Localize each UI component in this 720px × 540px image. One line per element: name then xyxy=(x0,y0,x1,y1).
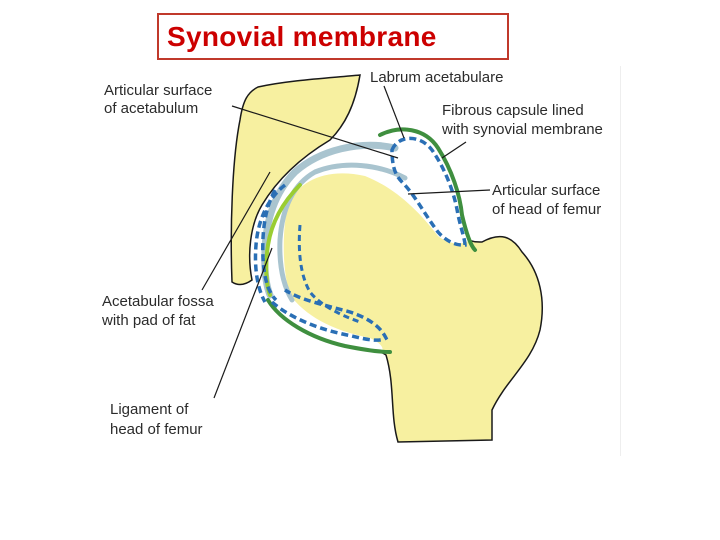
synovial-membrane-fossa xyxy=(253,183,287,303)
leader-articular-acetabulum xyxy=(231,105,399,159)
leader-articular-femur xyxy=(407,189,491,195)
fibrous-capsule-superior xyxy=(378,127,477,252)
leader-labrum xyxy=(383,85,405,139)
title-box: Synovial membrane xyxy=(157,13,509,60)
pelvic-bone xyxy=(230,74,361,286)
leader-fibrous-capsule xyxy=(441,141,467,159)
synovial-membrane-neck xyxy=(297,224,361,324)
leader-acetabular-fossa xyxy=(201,171,271,291)
label-articular-femur: Articular surface of head of femur xyxy=(492,182,605,218)
label-fibrous-capsule: Fibrous capsule lined with synovial memb… xyxy=(441,102,603,138)
page-title: Synovial membrane xyxy=(167,20,437,52)
leader-ligament xyxy=(213,247,273,399)
ligament-of-head xyxy=(264,183,302,297)
joint-cavity xyxy=(258,145,470,352)
label-ligament: Ligament of head of femur xyxy=(110,401,203,438)
fibrous-capsule-inferior xyxy=(266,298,392,354)
label-labrum: Labrum acetabulare xyxy=(370,69,503,86)
synovial-membrane-superior xyxy=(390,136,467,247)
label-acetabular-fossa: Acetabular fossa with pad of fat xyxy=(101,293,218,329)
label-articular-acetabulum: Articular surface of acetabulum xyxy=(104,82,217,117)
